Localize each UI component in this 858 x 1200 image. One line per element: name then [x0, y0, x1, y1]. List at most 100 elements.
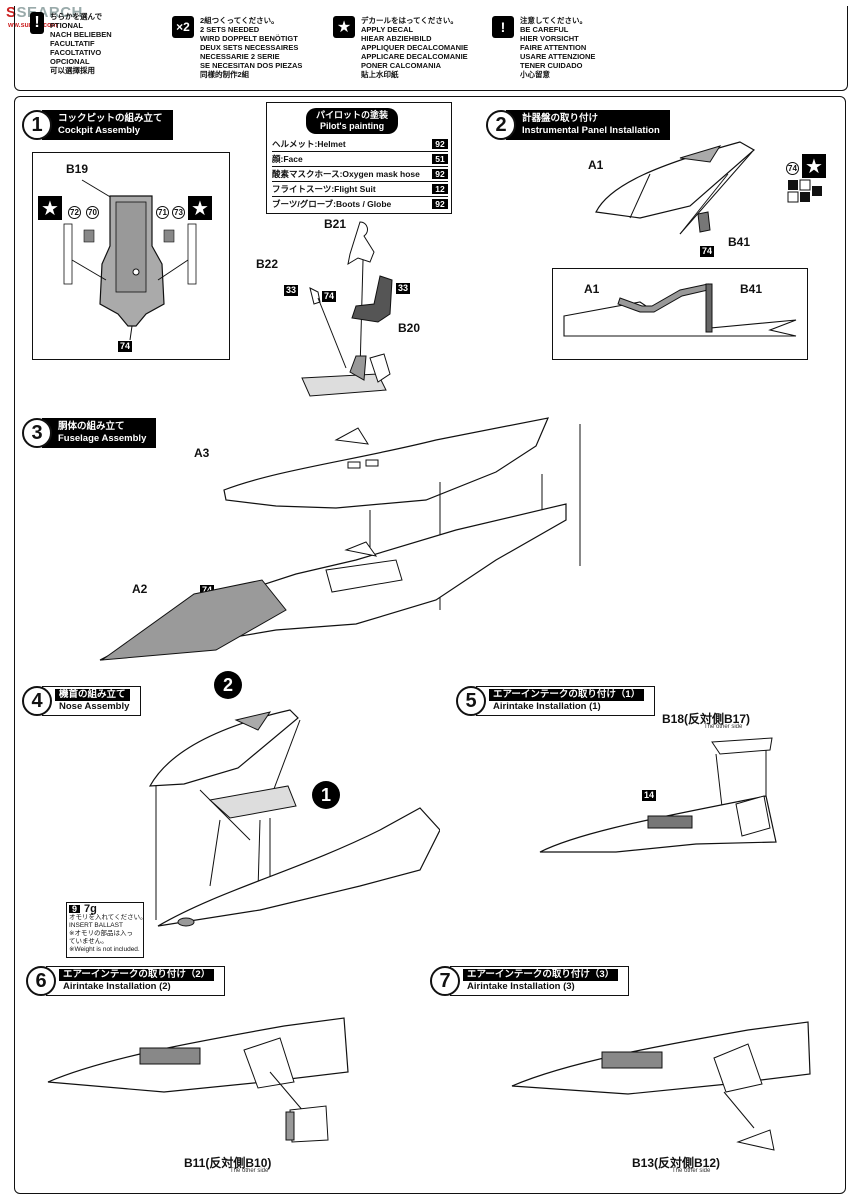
- step6-header: 6 エアーインテークの取り付け（2） Airintake Installatio…: [26, 966, 226, 996]
- ballast-note: 9 7g オモリを入れてください。 INSERT BALLAST ※オモリの部品…: [66, 902, 147, 958]
- step6-title-jp: エアーインテークの取り付け（2）: [59, 969, 215, 981]
- step1-title-en: Cockpit Assembly: [58, 125, 141, 136]
- ballast-instructions: オモリを入れてください。 INSERT BALLAST ※オモリの部品は入っ て…: [69, 914, 147, 953]
- legend-optional-text: ちらかを選んで PTIONAL NACH BELIEBEN FACULTATIF…: [50, 12, 112, 75]
- instruction-sheet-frame: [14, 96, 846, 1194]
- step4-title: 機首の組み立て Nose Assembly: [42, 686, 141, 716]
- airintake3-drawing: [511, 1021, 811, 1151]
- airintake2-drawing: [47, 1017, 349, 1143]
- decal-star-icon: ★: [802, 154, 826, 178]
- decal-70-label: 70: [86, 206, 99, 219]
- step7-number: 7: [430, 966, 460, 996]
- decal-74-label: 74: [786, 162, 799, 175]
- step2-title-jp: 計器盤の取り付け: [522, 113, 599, 124]
- step4-header: 4 機首の組み立て Nose Assembly: [22, 686, 141, 716]
- decal-71-label: 71: [156, 206, 169, 219]
- step2-number: 2: [486, 110, 516, 140]
- step5-number: 5: [456, 686, 486, 716]
- pilot-row-label: 顔:Face: [272, 154, 303, 164]
- step1-title: コックピットの組み立て Cockpit Assembly: [42, 110, 173, 140]
- decal-73-label: 73: [172, 206, 185, 219]
- step7-header: 7 エアーインテークの取り付け（3） Airintake Installatio…: [430, 966, 630, 996]
- times-two-icon: ×2: [172, 16, 194, 38]
- part-a1: A1: [588, 158, 604, 172]
- step1-header: 1 コックピットの組み立て Cockpit Assembly: [22, 110, 173, 140]
- part-b21: B21: [324, 217, 347, 231]
- paint-code-74: 74: [118, 341, 133, 352]
- part-a3: A3: [194, 446, 210, 460]
- legend-caution-text: 注意してください。 BE CAREFUL HIER VORSICHT FAIRE…: [520, 16, 596, 79]
- ballast-number: 9: [69, 905, 81, 914]
- step2-title-en: Instrumental Panel Installation: [522, 125, 660, 136]
- pilot-row-flight-suit: フライトスーツ:Flight Suit 12: [272, 182, 448, 197]
- paint-code-33: 33: [284, 285, 299, 296]
- step4-title-en: Nose Assembly: [59, 701, 130, 712]
- panel-detail-drawing: [563, 283, 797, 337]
- pilot-row-label: ブーツ/グローブ:Boots / Globe: [272, 199, 392, 209]
- nose-assembly-drawing: [148, 709, 440, 927]
- part-a2: A2: [132, 582, 148, 596]
- other-side-caption: The other side: [230, 1168, 269, 1174]
- part-b41: B41: [728, 235, 751, 249]
- step2-title: 計器盤の取り付け Instrumental Panel Installation: [506, 110, 670, 140]
- part-b11: B11(反対側B10): [184, 1156, 272, 1170]
- other-side-caption: The other side: [704, 724, 743, 730]
- legend-caution: ! 注意してください。 BE CAREFUL HIER VORSICHT FAI…: [492, 16, 595, 79]
- pilot-seat-drawing: [301, 221, 393, 397]
- fuselage-drawing: [99, 417, 581, 661]
- part-b41-detail: B41: [740, 282, 763, 296]
- step3-title-en: Fuselage Assembly: [58, 433, 147, 444]
- part-a1-detail: A1: [584, 282, 600, 296]
- legend-decal: ★ デカールをはってください。 APPLY DECAL HIEAR ABZIEH…: [333, 16, 468, 79]
- paint-code: 51: [432, 154, 448, 164]
- step5-title-en: Airintake Installation (1): [493, 701, 601, 712]
- step3-number: 3: [22, 418, 52, 448]
- step7-title-en: Airintake Installation (3): [467, 981, 575, 992]
- paint-code-14: 14: [642, 790, 657, 801]
- cockpit-tub-drawing: [63, 179, 197, 341]
- pilot-painting-title-en: Pilot's painting: [319, 121, 385, 131]
- paint-code: 92: [432, 169, 448, 179]
- paint-code-74: 74: [700, 246, 715, 257]
- other-side-caption: The other side: [672, 1168, 711, 1174]
- part-b18: B18(反対側B17): [662, 712, 751, 726]
- pilot-row-helmet: ヘルメット:Helmet 92: [272, 137, 448, 152]
- ballast-weight: 7g: [84, 903, 97, 915]
- step7-title: エアーインテークの取り付け（3） Airintake Installation …: [450, 966, 630, 996]
- step3-header: 3 胴体の組み立て Fuselage Assembly: [22, 418, 157, 448]
- decal-star-icon: ★: [188, 196, 212, 220]
- legend-header-frame: [14, 6, 848, 91]
- decal-72-label: 72: [68, 206, 81, 219]
- step5-header: 5 エアーインテークの取り付け（1） Airintake Installatio…: [456, 686, 656, 716]
- decal-star-icon: ★: [38, 196, 62, 220]
- step1-number: 1: [22, 110, 52, 140]
- paint-code: 12: [432, 184, 448, 194]
- step3-title: 胴体の組み立て Fuselage Assembly: [42, 418, 157, 448]
- paint-code: 92: [432, 139, 448, 149]
- pilot-row-label: フライトスーツ:Flight Suit: [272, 184, 376, 194]
- step5-title-jp: エアーインテークの取り付け（1）: [489, 689, 645, 701]
- step5-title: エアーインテークの取り付け（1） Airintake Installation …: [476, 686, 656, 716]
- step4-number: 4: [22, 686, 52, 716]
- pilot-painting-title-jp: パイロットの塗装: [316, 110, 389, 120]
- pilot-row-label: ヘルメット:Helmet: [272, 139, 346, 149]
- caution-icon: !: [492, 16, 514, 38]
- part-b13: B13(反対側B12): [632, 1156, 721, 1170]
- bar-icon: !: [30, 12, 44, 34]
- watermark-prefix: S: [6, 4, 17, 21]
- paint-code-74: 74: [322, 291, 337, 302]
- ref-step2-marker: 2: [214, 671, 242, 699]
- step7-title-jp: エアーインテークの取り付け（3）: [463, 969, 619, 981]
- pilot-row-face: 顔:Face 51: [272, 152, 448, 167]
- paint-code-74: 74: [200, 585, 215, 596]
- step6-title: エアーインテークの取り付け（2） Airintake Installation …: [46, 966, 226, 996]
- step1-panel: [32, 152, 230, 360]
- airintake1-drawing: [539, 737, 777, 853]
- step6-number: 6: [26, 966, 56, 996]
- legend-optional: ! ちらかを選んで PTIONAL NACH BELIEBEN FACULTAT…: [30, 12, 112, 75]
- canopy-drawing: [595, 141, 822, 235]
- step1-title-jp: コックピットの組み立て: [58, 113, 163, 124]
- ref-step1-marker: 1: [312, 781, 340, 809]
